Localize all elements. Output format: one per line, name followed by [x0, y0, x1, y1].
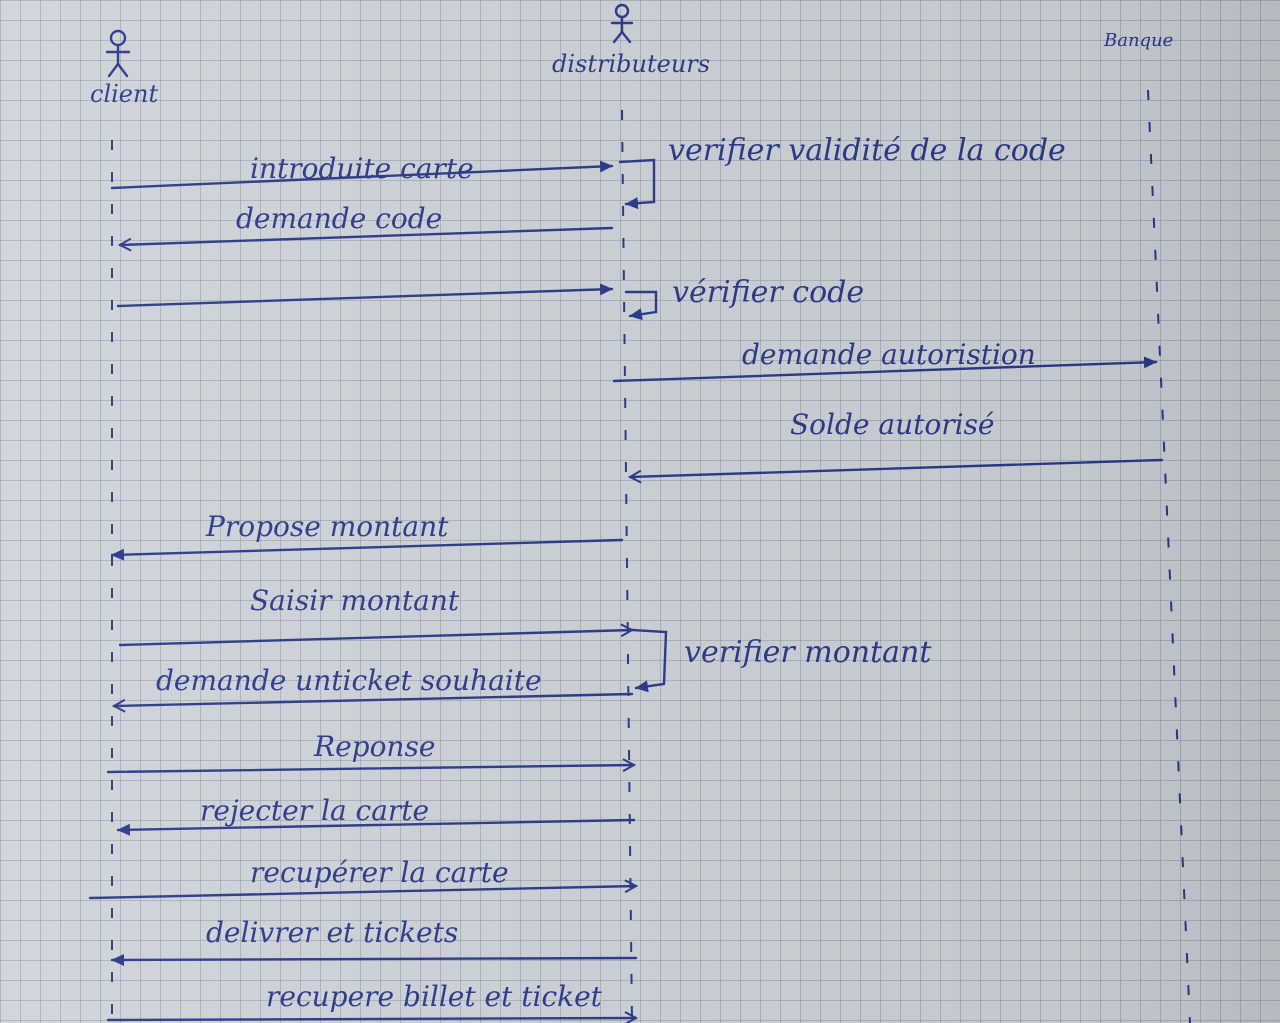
self-call-label: verifier validité de la code — [668, 133, 1066, 168]
message: demande code — [120, 202, 614, 245]
actor-banque: Banque — [1103, 30, 1173, 51]
message-arrow — [114, 692, 634, 706]
self-call-arrow — [630, 628, 668, 693]
stick-figure-icon — [610, 3, 634, 44]
stick-figure-icon — [105, 29, 131, 78]
message-label: recupere billet et ticket — [266, 980, 603, 1013]
message-arrow — [120, 226, 614, 245]
message: Solde autorisé — [630, 408, 1164, 477]
actor-distributeur: distributeurs — [552, 3, 710, 78]
message-arrow — [106, 1018, 636, 1020]
message-label: Saisir montant — [250, 584, 460, 617]
message-arrow — [110, 538, 624, 561]
message: rejecter la carte — [116, 794, 636, 836]
message-label: demande unticket souhaite — [156, 664, 542, 697]
message-arrow — [630, 458, 1164, 477]
message-label: Solde autorisé — [790, 408, 995, 441]
message-arrow — [106, 765, 634, 774]
message: recupérer la carte — [88, 856, 636, 900]
self-call: vérifier code — [624, 275, 864, 321]
message-arrow — [612, 356, 1158, 383]
message-arrow — [88, 886, 636, 900]
message-label: Propose montant — [205, 510, 449, 543]
self-call-label: verifier montant — [684, 635, 932, 670]
message — [116, 283, 614, 308]
message-arrow — [116, 283, 614, 308]
message-arrow — [110, 160, 614, 190]
actor-label-banque: Banque — [1103, 30, 1173, 51]
actor-client: client — [90, 29, 158, 108]
message-arrow — [116, 818, 636, 836]
self-call: verifier validité de la code — [618, 133, 1066, 210]
message-label: introduite carte — [250, 152, 474, 185]
message: Propose montant — [110, 510, 624, 561]
lifeline-banque — [1147, 89, 1191, 1023]
lifeline-distributeur — [621, 109, 633, 1023]
message: recupere billet et ticket — [106, 980, 636, 1020]
message-arrow — [110, 953, 638, 966]
message: Saisir montant — [118, 584, 632, 647]
actor-label-distributeur: distributeurs — [552, 50, 710, 78]
self-call-arrow — [624, 290, 658, 321]
message-label: demande autoristion — [742, 338, 1036, 371]
message-label: demande code — [236, 202, 442, 235]
message-label: recupérer la carte — [250, 856, 509, 889]
self-call-label: vérifier code — [672, 275, 864, 310]
message-arrow — [118, 630, 632, 647]
message-label: Reponse — [313, 730, 435, 763]
message-label: rejecter la carte — [200, 794, 429, 827]
self-call: verifier montant — [630, 628, 932, 693]
message: Reponse — [106, 730, 634, 774]
message: demande autoristion — [612, 338, 1158, 383]
actor-label-client: client — [90, 80, 158, 108]
message: introduite carte — [110, 152, 614, 190]
self-call-arrow — [618, 158, 656, 210]
message: demande unticket souhaite — [114, 664, 634, 706]
message: delivrer et tickets — [110, 916, 638, 966]
message-label: delivrer et tickets — [206, 916, 458, 949]
